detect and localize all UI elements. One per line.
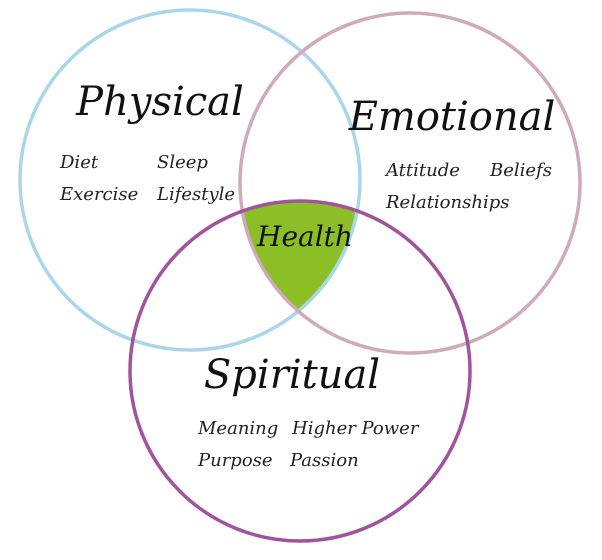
emotional-item-beliefs: Beliefs: [489, 160, 552, 181]
emotional-item-relationships: Relationships: [385, 192, 509, 213]
physical-item-exercise: Exercise: [59, 184, 138, 205]
spiritual-item-purpose: Purpose: [197, 450, 273, 471]
emotional-title: Emotional: [348, 94, 556, 140]
spiritual-circle: [128, 199, 472, 543]
spiritual-item-passion: Passion: [289, 450, 359, 471]
emotional-item-attitude: Attitude: [384, 160, 460, 181]
physical-circle: [18, 8, 362, 352]
spiritual-item-higher-power: Higher Power: [291, 418, 420, 439]
health-label: Health: [256, 220, 353, 253]
physical-item-diet: Diet: [59, 152, 99, 173]
emotional-circle: [238, 11, 582, 355]
physical-title: Physical: [75, 79, 244, 125]
spiritual-item-meaning: Meaning: [197, 418, 278, 439]
physical-item-sleep: Sleep: [157, 152, 208, 173]
spiritual-title: Spiritual: [204, 352, 380, 398]
physical-item-lifestyle: Lifestyle: [156, 184, 235, 205]
